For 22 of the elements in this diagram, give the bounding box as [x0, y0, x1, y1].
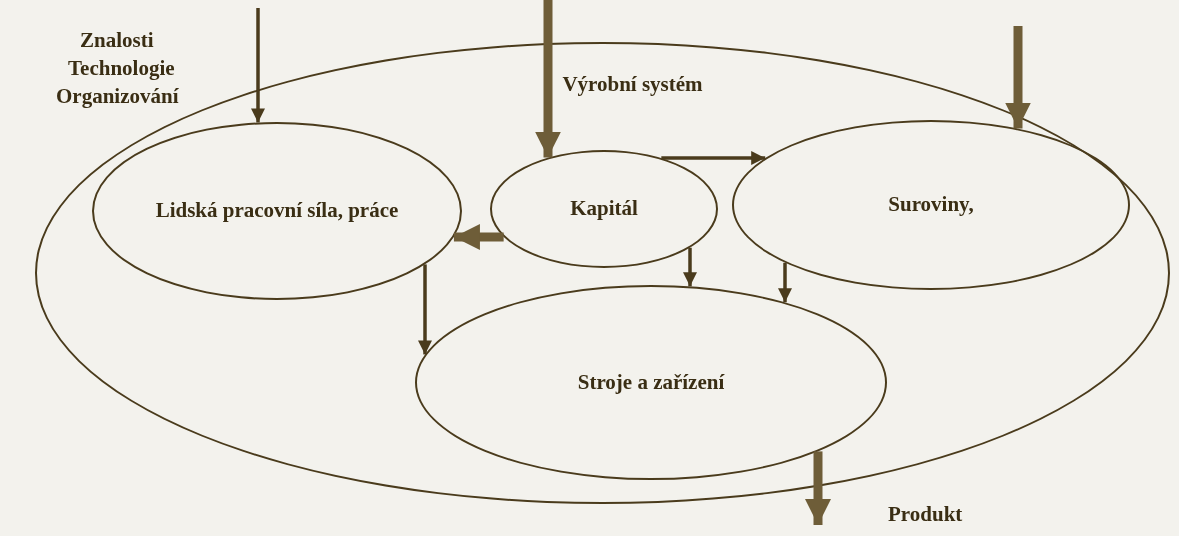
node-label: Výrobní systém: [562, 71, 703, 98]
arrow: [778, 262, 792, 303]
text-label: Organizování: [56, 84, 179, 109]
node-label: Lidská pracovní síla, práce: [155, 197, 399, 225]
text-label: Technologie: [68, 56, 175, 81]
node-label: Suroviny,: [888, 191, 974, 219]
arrow: [418, 264, 432, 355]
ellipse: [490, 150, 718, 268]
arrow: [683, 247, 697, 287]
arrow: [535, 0, 561, 158]
arrow: [805, 451, 831, 525]
arrow: [661, 151, 766, 165]
ellipse: [92, 122, 462, 300]
text-label: Znalosti: [80, 28, 154, 53]
node-label: Stroje a zařízení: [577, 368, 725, 396]
node-label: Kapitál: [570, 195, 638, 223]
ellipse: [732, 120, 1130, 290]
arrow: [251, 8, 265, 123]
ellipse: [415, 285, 887, 480]
text-label: Produkt: [888, 502, 963, 527]
arrow: [453, 224, 504, 250]
arrow: [1005, 26, 1031, 129]
